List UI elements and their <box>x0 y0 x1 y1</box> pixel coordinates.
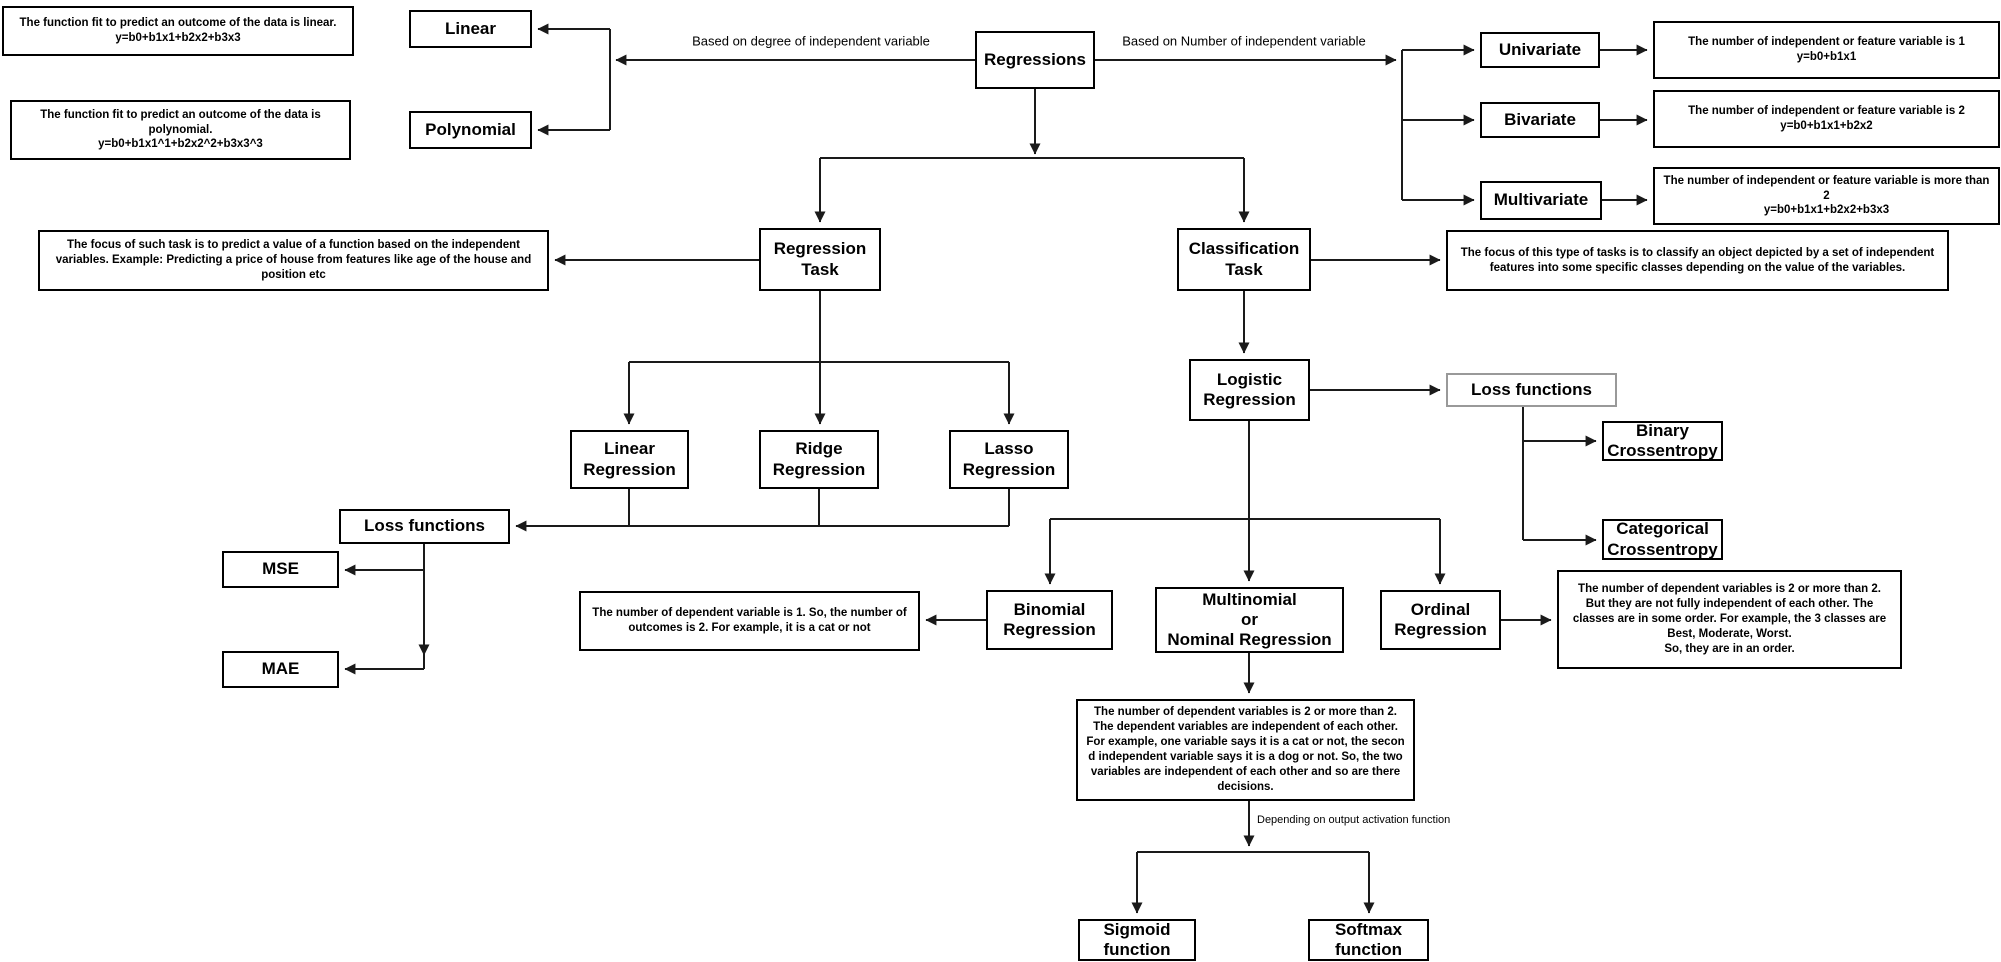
desc-multinomial-regression: The number of dependent variables is 2 o… <box>1076 699 1415 801</box>
node-lasso-regression: Lasso Regression <box>949 430 1069 489</box>
node-linear: Linear <box>409 10 532 48</box>
node-linear-regression: Linear Regression <box>570 430 689 489</box>
node-ordinal-regression: Ordinal Regression <box>1380 590 1501 650</box>
node-univariate: Univariate <box>1480 32 1600 68</box>
node-sigmoid-function: Sigmoid function <box>1078 919 1196 961</box>
node-categorical-crossentropy: Categorical Crossentropy <box>1602 519 1723 560</box>
edge-label-activation: Depending on output activation function <box>1257 814 1451 826</box>
node-mse: MSE <box>222 551 339 588</box>
node-mae: MAE <box>222 651 339 688</box>
node-regressions: Regressions <box>975 31 1095 89</box>
node-binomial-regression: Binomial Regression <box>986 590 1113 650</box>
desc-polynomial: The function fit to predict an outcome o… <box>10 100 351 160</box>
node-loss-functions-classification: Loss functions <box>1446 373 1617 407</box>
edge-label-degree: Based on degree of independent variable <box>692 33 930 49</box>
node-binary-crossentropy: Binary Crossentropy <box>1602 421 1723 461</box>
node-regression-task: Regression Task <box>759 228 881 291</box>
node-logistic-regression: Logistic Regression <box>1189 359 1310 421</box>
node-softmax-function: Softmax function <box>1308 919 1429 961</box>
desc-ordinal-regression: The number of dependent variables is 2 o… <box>1557 570 1902 669</box>
desc-regression-task: The focus of such task is to predict a v… <box>38 230 549 291</box>
desc-multivariate: The number of independent or feature var… <box>1653 167 2000 225</box>
desc-classification-task: The focus of this type of tasks is to cl… <box>1446 230 1949 291</box>
node-classification-task: Classification Task <box>1177 228 1311 291</box>
desc-univariate: The number of independent or feature var… <box>1653 21 2000 79</box>
node-ridge-regression: Ridge Regression <box>759 430 879 489</box>
edge-label-number: Based on Number of independent variable <box>1122 33 1366 49</box>
desc-binomial-regression: The number of dependent variable is 1. S… <box>579 591 920 651</box>
node-bivariate: Bivariate <box>1480 102 1600 138</box>
node-multivariate: Multivariate <box>1480 181 1602 220</box>
desc-bivariate: The number of independent or feature var… <box>1653 90 2000 148</box>
node-loss-functions-regression: Loss functions <box>339 509 510 544</box>
node-multinomial-regression: Multinomial or Nominal Regression <box>1155 587 1344 653</box>
node-polynomial: Polynomial <box>409 111 532 149</box>
desc-linear: The function fit to predict an outcome o… <box>2 6 354 56</box>
connectors <box>344 23 1648 914</box>
